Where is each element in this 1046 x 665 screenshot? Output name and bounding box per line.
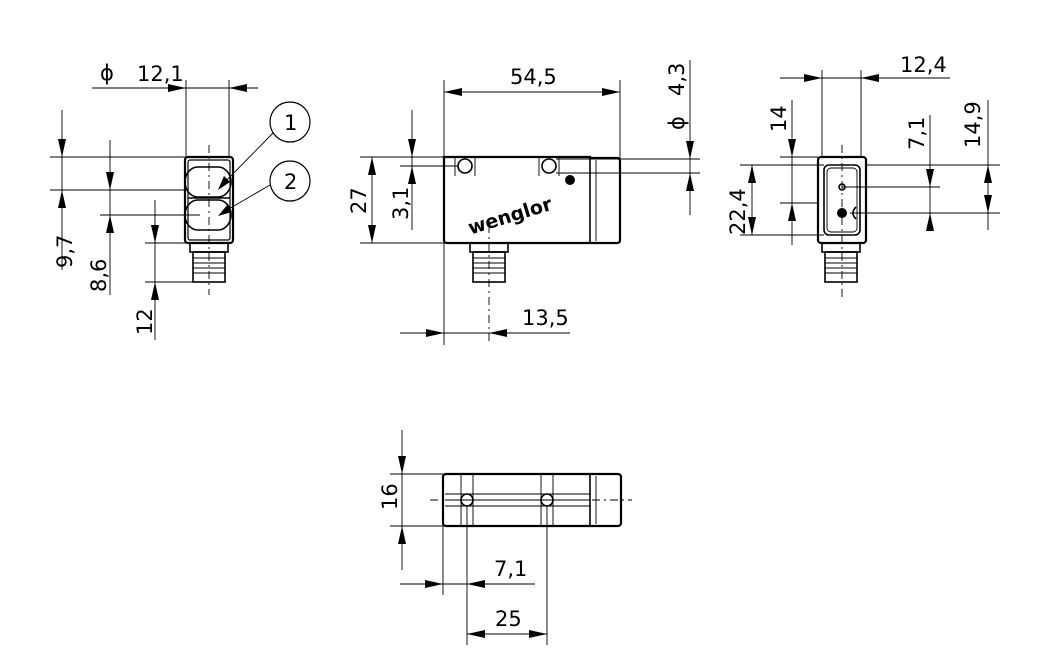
top-height-label: 16 <box>378 483 402 510</box>
top-hole-spacing-label: 25 <box>495 607 522 631</box>
rear-dim-22-4: 22,4 <box>726 188 750 235</box>
front-dim-8-6: 8,6 <box>87 259 111 292</box>
side-length-label: 54,5 <box>510 65 557 89</box>
side-height-label: 27 <box>347 187 371 214</box>
side-diameter-symbol: ϕ <box>665 116 689 130</box>
rear-dim-7-1: 7,1 <box>905 117 929 150</box>
front-diameter-symbol: ϕ <box>100 61 114 85</box>
top-view: 16 7,1 25 <box>378 430 632 645</box>
side-connector-offset-label: 13,5 <box>522 306 569 330</box>
callout-2: 2 <box>284 170 297 194</box>
rear-view: 12,4 14 22,4 7,1 14,9 <box>726 53 1000 300</box>
front-dim-9-7: 9,7 <box>53 235 77 268</box>
callout-1: 1 <box>284 111 297 135</box>
top-hole-offset-label: 7,1 <box>494 557 527 581</box>
side-hole-offset-label: 3,1 <box>389 187 413 220</box>
front-view: ϕ 12,1 9,7 8,6 12 1 2 <box>50 61 311 340</box>
side-view: wenglor 54,5 27 3,1 13,5 <box>347 60 700 345</box>
rear-width-label: 12,4 <box>900 53 947 77</box>
front-width-label: 12,1 <box>137 62 184 86</box>
rear-dim-14-9: 14,9 <box>961 101 985 148</box>
front-dim-12: 12 <box>133 308 157 335</box>
side-hole-diameter-label: 4,3 <box>665 63 689 96</box>
rear-dim-14: 14 <box>767 105 791 132</box>
brand-logo: wenglor <box>466 193 556 240</box>
